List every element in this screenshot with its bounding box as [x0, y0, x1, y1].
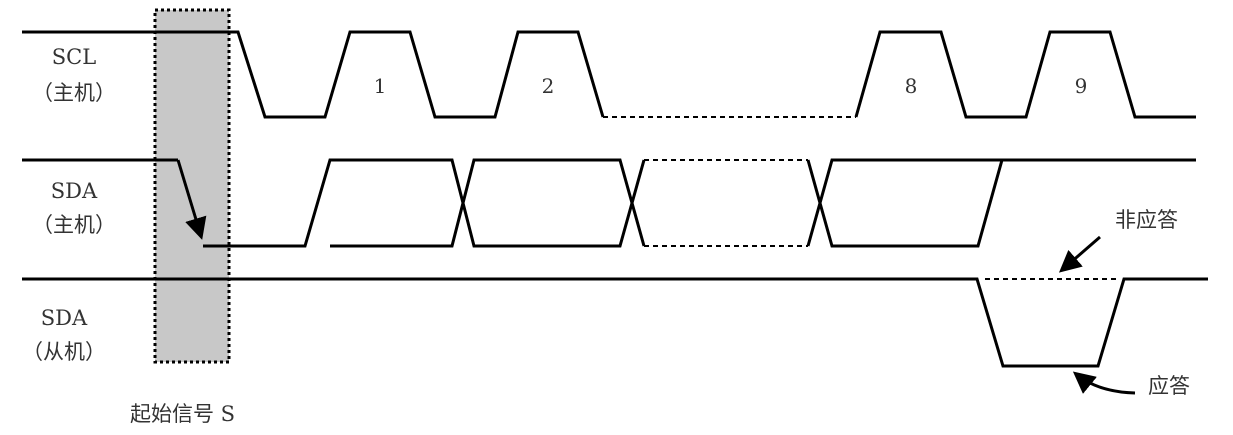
clock-label-8: 8 — [905, 74, 918, 98]
clock-label-2: 2 — [542, 74, 555, 98]
row-role-scl: （主机） — [32, 81, 116, 105]
clock-label-1: 1 — [374, 74, 387, 98]
sda-slave-waveform — [22, 277, 1208, 368]
scl-waveform — [22, 30, 1196, 119]
ack-arrow-icon — [1072, 371, 1136, 395]
row-label-sda-master: SDA — [51, 179, 98, 203]
clock-label-9: 9 — [1075, 74, 1088, 98]
row-role-sda-slave: （从机） — [22, 340, 106, 364]
start-signal-region — [153, 8, 231, 364]
row-label-sda-slave: SDA — [41, 306, 88, 330]
ack-label: 应答 — [1148, 374, 1190, 398]
row-role-sda-master: （主机） — [32, 213, 116, 237]
nack-label: 非应答 — [1115, 208, 1178, 232]
sda-master-waveform — [22, 158, 1196, 248]
row-label-scl: SCL — [52, 45, 96, 69]
start-signal-label: 起始信号 S — [130, 402, 235, 426]
nack-arrow-icon — [1058, 235, 1101, 273]
